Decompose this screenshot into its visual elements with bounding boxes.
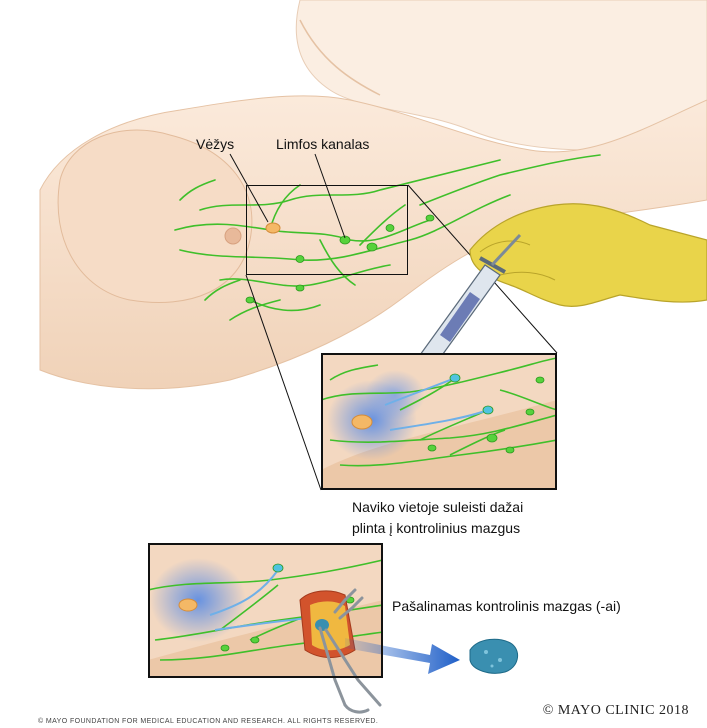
- gloved-hand: [469, 203, 707, 307]
- copyright-small: © MAYO FOUNDATION FOR MEDICAL EDUCATION …: [38, 718, 379, 725]
- surgical-incision: [299, 590, 356, 658]
- torso-illustration: [39, 0, 707, 390]
- caption-node-removed: Pašalinamas kontrolinis mazgas (-ai): [392, 598, 621, 614]
- removal-arrow: [345, 638, 460, 674]
- nipple: [224, 227, 242, 245]
- caption-dye-line2: plinta į kontrolinius mazgus: [352, 520, 521, 536]
- label-leaders: [229, 153, 346, 239]
- caption-dye-line1: Naviko vietoje suleisti dažai: [352, 499, 524, 515]
- caption-dye-spread: Naviko vietoje suleisti dažai plinta į k…: [352, 497, 523, 539]
- zoom-box: [246, 185, 408, 275]
- label-cancer: Vėžys: [196, 136, 235, 152]
- copyright-main: © MAYO CLINIC 2018: [542, 703, 689, 718]
- surgical-instruments: [318, 588, 382, 714]
- tumor: [265, 222, 281, 234]
- syringe: [399, 233, 522, 386]
- inset-dye-spread: [321, 353, 557, 490]
- lymph-nodes: [245, 214, 435, 304]
- removed-node: [469, 638, 519, 674]
- lymph-network: [174, 154, 601, 321]
- label-lymph-channel: Limfos kanalas: [276, 136, 370, 152]
